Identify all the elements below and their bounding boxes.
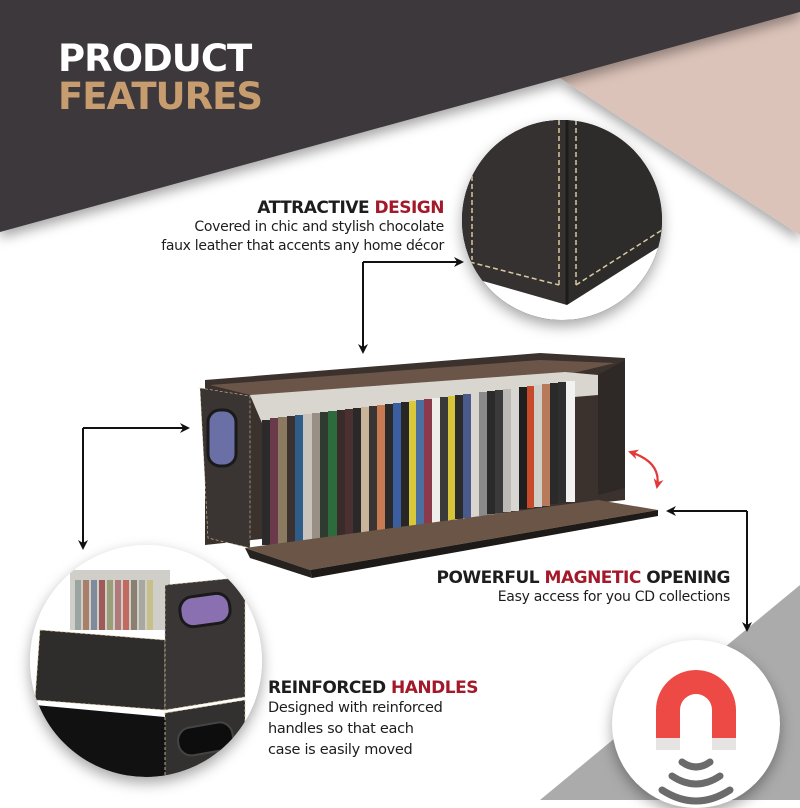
heading-accent: MAGNETIC [544,568,642,588]
feature-description: Designed with reinforced handles so that… [268,698,478,761]
feature-magnetic-opening: POWERFUL MAGNETIC OPENING Easy access fo… [437,568,731,607]
blush-band [560,12,800,235]
title-line-product: PRODUCT [58,37,252,80]
desc-line: case is easily moved [268,742,413,758]
dark-band [0,0,800,232]
desc-line: Easy access for you CD collections [497,589,731,605]
desc-line: handles so that each [268,721,414,737]
heading-main: REINFORCED [268,678,386,698]
feature-description: Easy access for you CD collections [437,588,731,607]
feature-heading: ATTRACTIVE DESIGN [161,198,444,218]
heading-accent: HANDLES [391,678,478,698]
feature-reinforced-handles: REINFORCED HANDLES Designed with reinfor… [268,678,478,761]
magnet-icon [656,670,736,805]
desc-line: faux leather that accents any home décor [161,238,444,254]
magnet-badge [612,640,780,808]
heading-main: ATTRACTIVE [257,198,370,218]
heading-main: POWERFUL [436,568,540,588]
feature-description: Covered in chic and stylish chocolate fa… [161,218,444,256]
heading-end: OPENING [646,568,730,588]
desc-line: Covered in chic and stylish chocolate [194,219,444,235]
page-title: PRODUCT FEATURES [58,37,263,118]
title-line-features: FEATURES [58,75,263,118]
feature-attractive-design: ATTRACTIVE DESIGN Covered in chic and st… [161,198,444,256]
feature-heading: POWERFUL MAGNETIC OPENING [437,568,731,588]
heading-accent: DESIGN [374,198,445,218]
leather-detail-photo [462,120,662,320]
desc-line: Designed with reinforced [268,700,443,716]
handles-detail-photo [30,545,262,777]
feature-heading: REINFORCED HANDLES [268,678,478,698]
